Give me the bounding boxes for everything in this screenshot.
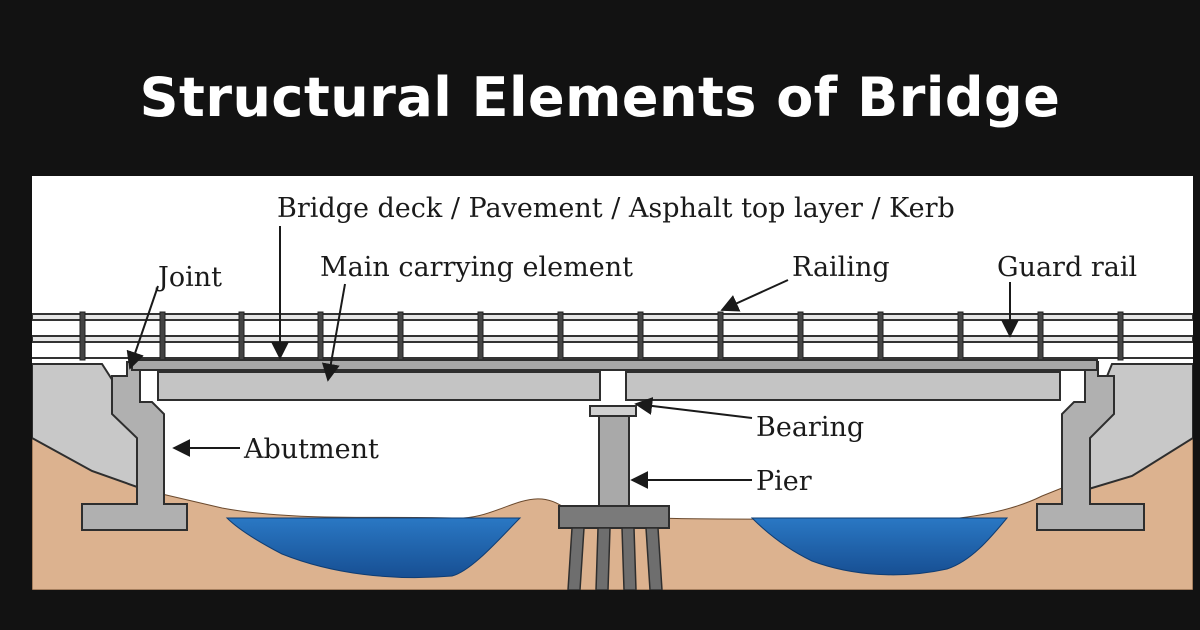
water-left xyxy=(225,517,522,579)
label-joint: Joint xyxy=(155,262,222,293)
bridge-diagram: Bridge deck / Pavement / Asphalt top lay… xyxy=(32,176,1193,590)
water-right xyxy=(750,517,1009,576)
label-guard-rail: Guard rail xyxy=(997,252,1137,283)
bearing xyxy=(589,405,637,417)
label-abutment: Abutment xyxy=(243,434,379,465)
label-deck: Bridge deck / Pavement / Asphalt top lay… xyxy=(277,193,955,224)
main-element-leader xyxy=(321,283,346,382)
bridge-deck xyxy=(131,359,1098,371)
joint-leader xyxy=(126,285,159,370)
label-pier: Pier xyxy=(756,466,812,497)
left-abutment xyxy=(81,361,188,531)
railing xyxy=(32,313,1193,359)
label-railing: Railing xyxy=(792,252,890,283)
piles xyxy=(567,527,663,590)
label-main-element: Main carrying element xyxy=(320,252,633,283)
right-abutment xyxy=(1036,361,1145,531)
bearing-leader xyxy=(634,397,753,419)
label-bearing: Bearing xyxy=(756,412,864,443)
main-girder-right xyxy=(625,371,1061,401)
pier xyxy=(598,415,630,509)
pier-footing xyxy=(558,505,670,529)
railing-leader xyxy=(720,279,789,312)
diagram-title: Structural Elements of Bridge xyxy=(139,66,1061,129)
main-girder-left xyxy=(157,371,601,401)
